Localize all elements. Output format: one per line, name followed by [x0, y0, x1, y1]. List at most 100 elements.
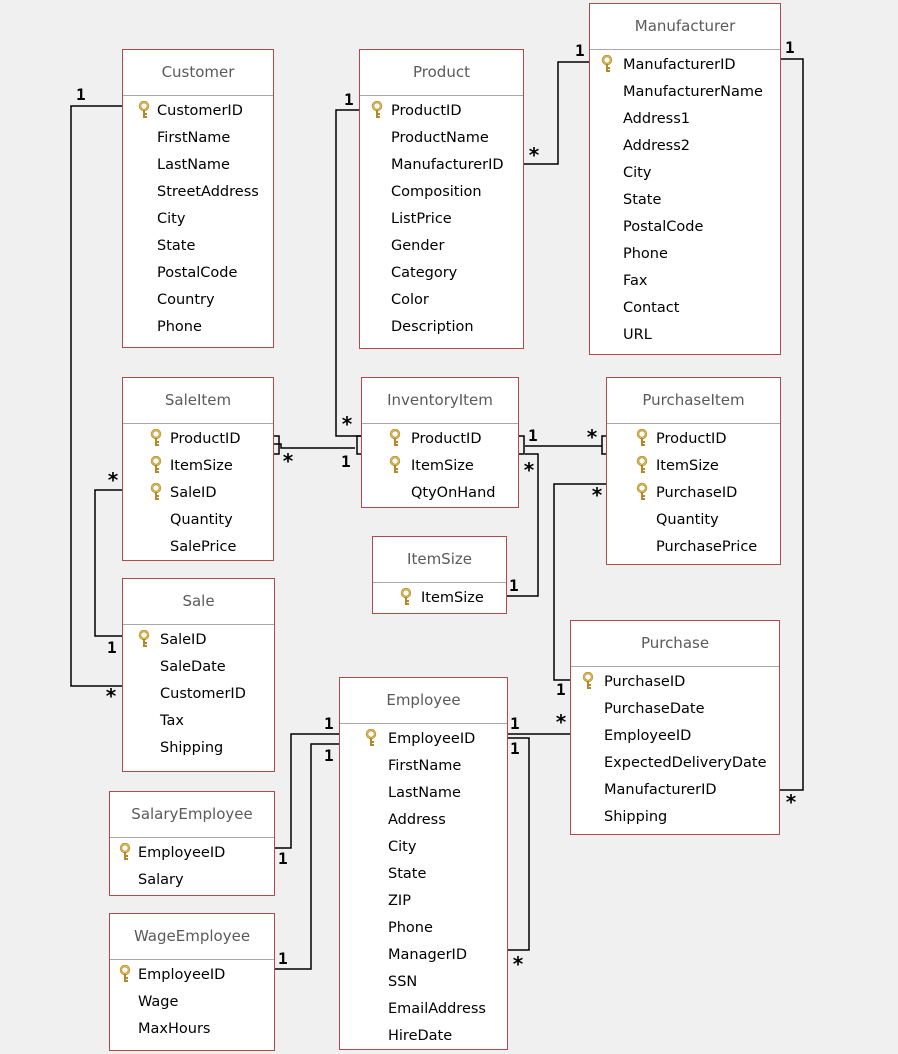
field-row[interactable]: Country — [123, 287, 273, 314]
field-row[interactable]: ItemSize — [123, 453, 273, 480]
field-row[interactable]: ManufacturerID — [360, 152, 523, 179]
field-row[interactable]: Quantity — [607, 507, 780, 534]
field-row[interactable]: Shipping — [123, 735, 274, 762]
field-row[interactable]: FirstName — [340, 753, 507, 780]
field-row[interactable]: Quantity — [123, 507, 273, 534]
card-purchase-employee-many: * — [555, 710, 568, 734]
field-row[interactable]: EmployeeID — [110, 962, 274, 989]
field-row[interactable]: State — [123, 233, 273, 260]
field-row[interactable]: CustomerID — [123, 98, 273, 125]
field-row[interactable]: Salary — [110, 867, 274, 894]
field-row[interactable]: HireDate — [340, 1023, 507, 1050]
field-row[interactable]: ItemSize — [362, 453, 518, 480]
field-row[interactable]: Address — [340, 807, 507, 834]
field-row[interactable]: PurchasePrice — [607, 534, 780, 561]
field-row[interactable]: PurchaseDate — [571, 696, 779, 723]
field-row[interactable]: ExpectedDeliveryDate — [571, 750, 779, 777]
field-row[interactable]: Color — [360, 287, 523, 314]
field-row[interactable]: EmployeeID — [110, 840, 274, 867]
field-row[interactable]: EmployeeID — [340, 726, 507, 753]
field-row[interactable]: SaleID — [123, 627, 274, 654]
field-row[interactable]: State — [340, 861, 507, 888]
card-purchase-one: 1 — [556, 680, 566, 699]
key-icon — [388, 455, 402, 476]
field-row[interactable]: EmployeeID — [571, 723, 779, 750]
field-row[interactable]: ManagerID — [340, 942, 507, 969]
field-row[interactable]: LastName — [340, 780, 507, 807]
field-row[interactable]: Address2 — [590, 133, 780, 160]
table-title: ItemSize — [373, 537, 506, 583]
field-row[interactable]: SalePrice — [123, 534, 273, 561]
field-row[interactable]: Category — [360, 260, 523, 287]
field-row[interactable]: PostalCode — [590, 214, 780, 241]
field-row[interactable]: SaleDate — [123, 654, 274, 681]
table-title: Manufacturer — [590, 4, 780, 50]
field-row[interactable]: Phone — [123, 314, 273, 341]
field-row[interactable]: EmailAddress — [340, 996, 507, 1023]
field-row[interactable]: City — [590, 160, 780, 187]
field-row[interactable]: ProductID — [360, 98, 523, 125]
field-row[interactable]: Tax — [123, 708, 274, 735]
field-row[interactable]: ItemSize — [607, 453, 780, 480]
field-row[interactable]: Wage — [110, 989, 274, 1016]
field-row[interactable]: ProductID — [607, 426, 780, 453]
field-row[interactable]: ListPrice — [360, 206, 523, 233]
field-name: Tax — [160, 713, 184, 729]
field-row[interactable]: Phone — [340, 915, 507, 942]
field-name: SSN — [388, 974, 418, 990]
field-row[interactable]: City — [340, 834, 507, 861]
card-manufacturer-purchase-one: 1 — [785, 38, 795, 57]
field-row[interactable]: ProductID — [123, 426, 273, 453]
field-row[interactable]: CustomerID — [123, 681, 274, 708]
field-row[interactable]: Shipping — [571, 804, 779, 831]
field-name: ManagerID — [388, 947, 467, 963]
field-row[interactable]: PostalCode — [123, 260, 273, 287]
rel-inventoryitem-right-bracket — [519, 435, 525, 455]
field-row[interactable]: StreetAddress — [123, 179, 273, 206]
field-row[interactable]: State — [590, 187, 780, 214]
field-row[interactable]: SaleID — [123, 480, 273, 507]
field-row[interactable]: Address1 — [590, 106, 780, 133]
field-row[interactable]: URL — [590, 322, 780, 349]
key-icon — [388, 428, 402, 449]
field-row[interactable]: FirstName — [123, 125, 273, 152]
key-icon — [600, 54, 614, 75]
field-row[interactable]: ProductName — [360, 125, 523, 152]
field-row[interactable]: PurchaseID — [571, 669, 779, 696]
field-row[interactable]: ManufacturerName — [590, 79, 780, 106]
field-row[interactable]: ManufacturerID — [571, 777, 779, 804]
field-row[interactable]: Gender — [360, 233, 523, 260]
field-row[interactable]: City — [123, 206, 273, 233]
field-name: ItemSize — [656, 458, 719, 474]
field-row[interactable]: ManufacturerID — [590, 52, 780, 79]
field-row[interactable]: ZIP — [340, 888, 507, 915]
field-row[interactable]: Description — [360, 314, 523, 341]
field-row[interactable]: Composition — [360, 179, 523, 206]
field-row[interactable]: SSN — [340, 969, 507, 996]
field-row[interactable]: Fax — [590, 268, 780, 295]
field-row[interactable]: MaxHours — [110, 1016, 274, 1043]
field-row[interactable]: ItemSize — [373, 585, 506, 612]
field-name: ManufacturerID — [391, 157, 504, 173]
field-row[interactable]: QtyOnHand — [362, 480, 518, 507]
field-row[interactable]: Phone — [590, 241, 780, 268]
field-row[interactable]: PurchaseID — [607, 480, 780, 507]
field-name: PurchaseID — [604, 674, 686, 690]
field-row[interactable]: LastName — [123, 152, 273, 179]
field-row[interactable]: ProductID — [362, 426, 518, 453]
field-row[interactable]: Contact — [590, 295, 780, 322]
